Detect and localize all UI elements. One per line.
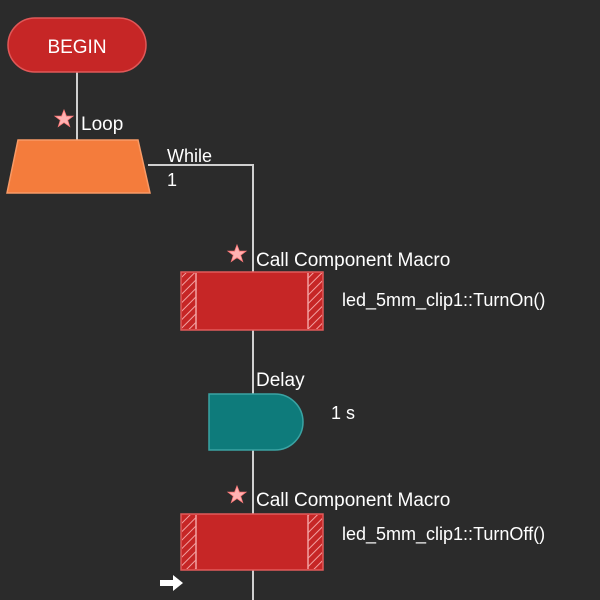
connector-lines: [76, 72, 254, 600]
loop-block[interactable]: [6, 139, 151, 194]
call2-label: Call Component Macro: [256, 490, 450, 511]
star-icon: [53, 108, 75, 128]
call-macro-block-turnoff[interactable]: [180, 513, 324, 571]
breakpoint-star-icon-call1[interactable]: [226, 243, 248, 263]
call1-label: Call Component Macro: [256, 250, 450, 271]
breakpoint-star-icon-call2[interactable]: [226, 484, 248, 504]
breakpoint-star-icon[interactable]: [53, 108, 75, 128]
begin-block[interactable]: BEGIN: [7, 17, 147, 73]
delay-block[interactable]: [208, 393, 304, 451]
call2-macro-name: led_5mm_clip1::TurnOff(): [342, 524, 545, 545]
loop-condition-value: 1: [167, 170, 177, 190]
star-icon: [226, 243, 248, 263]
loop-label: Loop: [81, 114, 123, 135]
connector-loop-call1: [148, 164, 254, 272]
delay-label: Delay: [256, 370, 305, 391]
call-macro-block-turnon[interactable]: [180, 271, 324, 331]
delay-value: 1 s: [331, 403, 355, 423]
loop-condition-keyword: While: [167, 146, 212, 166]
begin-label: BEGIN: [47, 37, 106, 58]
call1-macro-name: led_5mm_clip1::TurnOn(): [342, 290, 545, 311]
arrow-right-icon: [160, 575, 183, 591]
star-icon: [226, 484, 248, 504]
